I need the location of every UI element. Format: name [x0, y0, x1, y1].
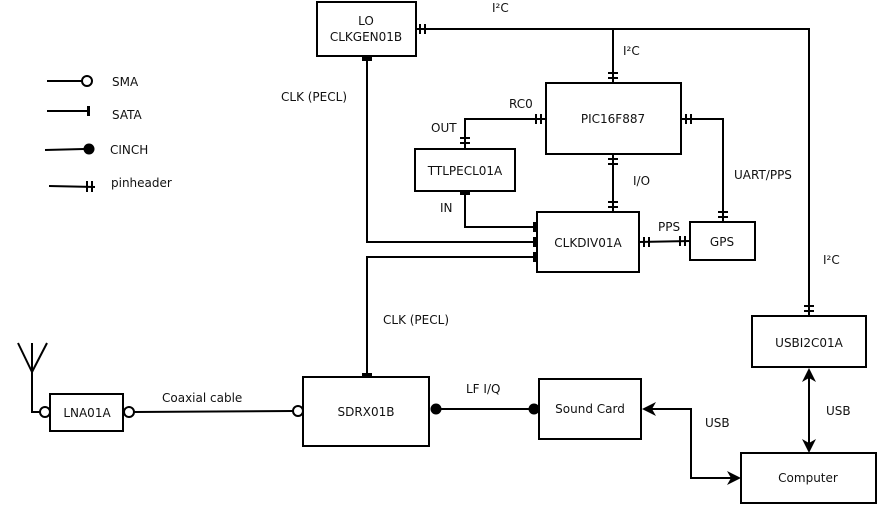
- arrow-to-computer-up-icon: [802, 439, 816, 453]
- label-lf-iq: LF I/Q: [466, 382, 500, 396]
- label-i2c-top: I²C: [492, 1, 509, 15]
- sata-symbols: [362, 57, 537, 377]
- arrowheads: [642, 368, 816, 485]
- cinch-symbols: [430, 403, 540, 415]
- block-ttlpecl-label: TTLPECL01A: [427, 164, 503, 178]
- label-in: IN: [440, 201, 453, 215]
- in-wire: [464, 191, 537, 228]
- pps-wire: [638, 240, 691, 243]
- block-sdrx: SDRX01B: [302, 376, 430, 447]
- legend-sata-symbol: [47, 106, 90, 116]
- block-sdrx-label: SDRX01B: [338, 405, 395, 419]
- block-computer-label: Computer: [778, 471, 838, 485]
- block-gps: GPS: [689, 221, 756, 261]
- block-pic: PIC16F887: [545, 82, 682, 155]
- block-ttlpecl: TTLPECL01A: [414, 148, 516, 192]
- wires: [17, 28, 810, 479]
- uart-pps-wire: [681, 118, 724, 222]
- label-coax: Coaxial cable: [162, 391, 242, 405]
- arrow-to-usbi2c-icon: [802, 368, 816, 382]
- block-computer: Computer: [740, 452, 877, 504]
- label-out: OUT: [431, 121, 457, 135]
- antenna-icon: [17, 342, 48, 413]
- i2c-bus-wire: [416, 28, 810, 316]
- usb-soundcard-wire: [648, 408, 733, 479]
- block-soundcard-label: Sound Card: [555, 402, 625, 416]
- block-gps-label: GPS: [710, 235, 734, 249]
- block-lna-label: LNA01A: [63, 406, 111, 420]
- legend-cinch-symbol: [44, 143, 95, 155]
- legend-pinheader-symbol: [48, 181, 96, 192]
- label-io: I/O: [633, 174, 650, 188]
- legend-cinch-label: CINCH: [110, 143, 148, 157]
- block-clkgen-line1: LO: [358, 14, 374, 28]
- connection-labels: I²C I²C I²C CLK (PECL) CLK (PECL) RC0 OU…: [162, 1, 851, 430]
- label-i2c-usbi2c: I²C: [823, 253, 840, 267]
- block-clkdiv-label: CLKDIV01A: [554, 236, 622, 250]
- legend-sma-label: SMA: [112, 75, 139, 89]
- block-clkdiv: CLKDIV01A: [536, 211, 640, 273]
- label-i2c-pic: I²C: [623, 44, 640, 58]
- label-pps: PPS: [658, 220, 680, 234]
- label-uart-pps: UART/PPS: [734, 168, 792, 182]
- label-rc0: RC0: [509, 97, 533, 111]
- legend-sma-symbol: [47, 75, 93, 87]
- rc0-out-wire: [464, 118, 546, 149]
- arrow-to-soundcard-icon: [642, 402, 656, 416]
- label-usb-soundcard: USB: [705, 416, 730, 430]
- connectors: [39, 24, 814, 418]
- label-clk-pecl-bottom: CLK (PECL): [383, 313, 449, 327]
- block-lna: LNA01A: [49, 393, 124, 432]
- label-usb-usbi2c: USB: [826, 404, 851, 418]
- pinheader-symbols: [419, 24, 814, 312]
- legend-sata-label: SATA: [112, 108, 143, 122]
- coax-wire: [133, 410, 294, 413]
- label-clk-pecl-top: CLK (PECL): [281, 90, 347, 104]
- clk-pecl-bottom-wire: [366, 256, 537, 377]
- block-usbi2c: USBI2C01A: [751, 315, 867, 368]
- block-soundcard: Sound Card: [538, 378, 642, 440]
- legend-pinheader-label: pinheader: [111, 176, 172, 190]
- arrow-to-computer-icon: [727, 471, 741, 485]
- block-pic-label: PIC16F887: [581, 112, 645, 126]
- block-clkgen-line2: CLKGEN01B: [330, 30, 402, 44]
- block-clkgen: LO CLKGEN01B: [316, 1, 417, 57]
- sma-symbols: [39, 405, 304, 418]
- clk-pecl-top-wire: [366, 57, 537, 243]
- legend: SMA SATA CINCH pinheader: [44, 75, 172, 192]
- block-usbi2c-label: USBI2C01A: [775, 336, 843, 350]
